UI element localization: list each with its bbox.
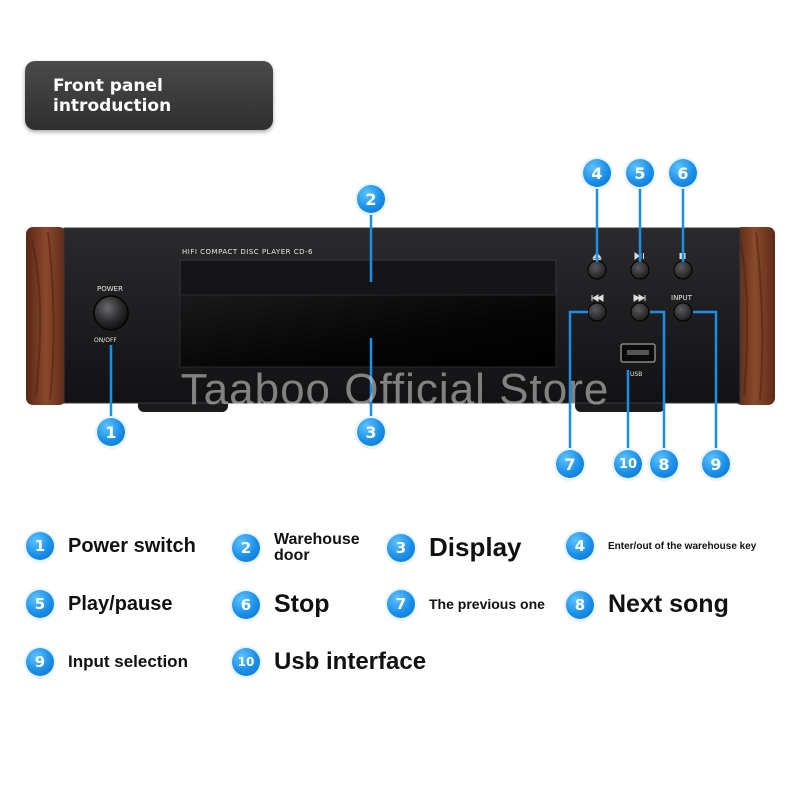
input-button	[673, 302, 693, 322]
legend-marker: 6	[232, 590, 260, 619]
marker-6: 6	[669, 159, 697, 187]
marker-3: 3	[357, 418, 385, 446]
model-label: HIFI COMPACT DISC PLAYER CD-6	[182, 248, 313, 256]
previous-button	[587, 302, 607, 322]
marker-5: 5	[626, 159, 654, 187]
warehouse-door	[179, 259, 557, 296]
legend-item-1: 1 Power switch	[26, 532, 196, 560]
legend-label: Input selection	[68, 652, 188, 671]
legend-label: Enter/out of the warehouse key	[608, 540, 757, 552]
legend-label: Stop	[274, 590, 330, 618]
legend-marker: 7	[387, 590, 415, 618]
legend-item-9: 9 Input selection	[26, 648, 188, 676]
next-button	[630, 302, 650, 322]
legend-marker: 5	[26, 590, 54, 618]
right-wood-panel	[735, 227, 775, 405]
legend-label: Display	[429, 532, 522, 562]
title-box: Front panel introduction	[25, 61, 273, 130]
usb-label: USB	[630, 371, 643, 378]
legend-marker: 10	[232, 648, 260, 676]
marker-2: 2	[357, 185, 385, 213]
legend-label: Power switch	[68, 534, 196, 557]
marker-4: 4	[583, 159, 611, 187]
legend-label: Usb interface	[274, 648, 427, 675]
marker-1: 1	[97, 418, 125, 446]
legend-marker: 1	[26, 532, 54, 560]
power-knob	[93, 295, 129, 331]
watermark: Taaboo Official Store	[180, 365, 610, 414]
legend-label: Next song	[608, 590, 729, 618]
legend-item-4: 4 Enter/out of the warehouse key	[566, 532, 756, 560]
power-label: POWER	[97, 285, 123, 293]
legend-item-7: 7 The previous one	[387, 590, 545, 618]
on-off-label: ON/OFF	[94, 337, 117, 344]
legend-label: The previous one	[429, 596, 545, 612]
legend-marker: 2	[232, 534, 260, 562]
page-title: Front panel introduction	[53, 75, 172, 116]
legend-item-6: 6 Stop	[232, 590, 330, 619]
legend-label: Play/pause	[68, 592, 173, 615]
legend-item-2: 2 Warehouse door	[232, 532, 374, 564]
legend-label: Warehouse door	[274, 531, 360, 564]
eject-button	[587, 260, 607, 280]
legend-item-3: 3 Display	[387, 532, 522, 563]
legend-marker: 3	[387, 533, 415, 562]
display-window	[179, 294, 557, 368]
next-icon	[633, 294, 646, 302]
previous-icon	[591, 294, 604, 302]
input-label: INPUT	[671, 294, 692, 302]
play-pause-button	[630, 260, 650, 280]
stop-button	[673, 260, 693, 280]
legend-item-8: 8 Next song	[566, 590, 729, 619]
leader-lines	[109, 186, 718, 452]
legend-marker: 4	[566, 532, 594, 560]
marker-7: 7	[556, 450, 584, 478]
marker-9: 9	[702, 450, 730, 478]
legend-marker: 9	[26, 648, 54, 676]
marker-10: 10	[614, 450, 642, 478]
marker-8: 8	[650, 450, 678, 478]
legend-marker: 8	[566, 590, 594, 619]
legend-item-10: 10 Usb interface	[232, 648, 426, 676]
left-wood-panel	[26, 227, 66, 405]
legend-item-5: 5 Play/pause	[26, 590, 173, 618]
